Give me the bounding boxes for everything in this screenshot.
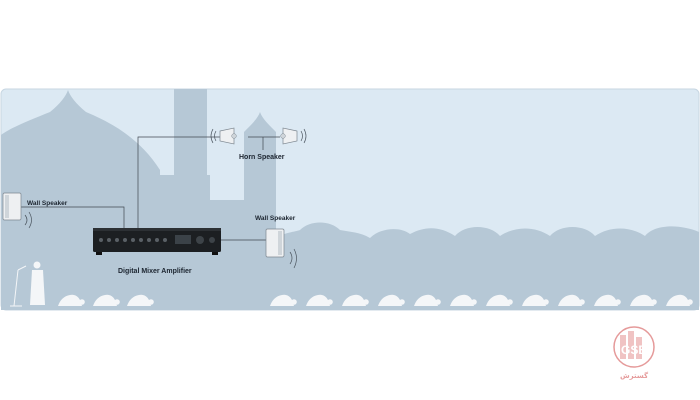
prostrating-worshipper-icon bbox=[378, 294, 405, 306]
horn-speaker-label: Horn Speaker bbox=[239, 154, 285, 161]
prostrating-worshipper-icon bbox=[270, 294, 297, 306]
prostrating-worshipper-icon bbox=[306, 294, 333, 306]
prostrating-worshipper-icon bbox=[558, 294, 585, 306]
wall-speaker-right-icon bbox=[265, 228, 297, 269]
prostrating-worshipper-icon bbox=[522, 294, 549, 306]
amplifier-label: Digital Mixer Amplifier bbox=[118, 268, 192, 275]
imam-figure-icon bbox=[30, 261, 45, 305]
amplifier-icon bbox=[93, 228, 221, 255]
prostrating-worshipper-icon bbox=[594, 294, 621, 306]
cable-to-wall-left bbox=[20, 206, 125, 228]
worshippers-row bbox=[58, 294, 693, 306]
prostrating-worshipper-icon bbox=[486, 294, 513, 306]
cable-to-horn bbox=[137, 136, 224, 228]
microphone-stand-icon bbox=[10, 265, 27, 307]
mosque-silhouette bbox=[1, 89, 699, 310]
logo-subtext: گسترش bbox=[619, 372, 649, 380]
prostrating-worshipper-icon bbox=[666, 294, 693, 306]
horn-speaker-left-icon bbox=[210, 127, 237, 145]
prostrating-worshipper-icon bbox=[450, 294, 477, 306]
prostrating-worshipper-icon bbox=[414, 294, 441, 306]
logo-text: GSB bbox=[621, 343, 647, 357]
wall-speaker-right-label: Wall Speaker bbox=[255, 215, 296, 222]
cables bbox=[20, 136, 280, 241]
gsb-logo-icon: GSB گسترش bbox=[606, 325, 662, 387]
prostrating-worshipper-icon bbox=[342, 294, 369, 306]
prostrating-worshipper-icon bbox=[127, 294, 154, 306]
prostrating-worshipper-icon bbox=[93, 294, 120, 306]
wall-speaker-left-icon bbox=[2, 192, 32, 229]
prostrating-worshipper-icon bbox=[58, 294, 85, 306]
horn-speaker-right-icon bbox=[280, 127, 307, 145]
prostrating-worshipper-icon bbox=[630, 294, 657, 306]
wall-speaker-left-label: Wall Speaker bbox=[27, 200, 68, 207]
